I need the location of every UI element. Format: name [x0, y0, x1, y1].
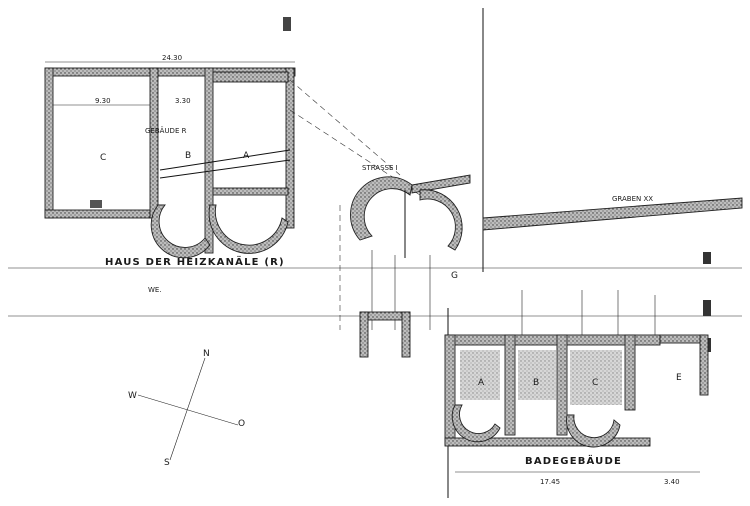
dim-mid-width: 3.30 — [175, 97, 191, 105]
bath-dim-width: 17.45 — [540, 478, 560, 486]
we-label: WE. — [148, 286, 162, 294]
building-r-labels: GEBÄUDE R C B A 24.30 9.30 3.30 — [45, 54, 295, 163]
bath-room-b: B — [533, 378, 539, 388]
bath-dim-right: 3.40 — [664, 478, 680, 486]
dim-left-width: 9.30 — [95, 97, 111, 105]
heizkanale-title: HAUS DER HEIZKANÄLE (R) — [105, 254, 285, 268]
graben-label: GRABEN XX — [612, 195, 653, 203]
reference-lines — [8, 8, 742, 498]
room-b-label: B — [185, 151, 191, 161]
bath-building-title: BADEGEBÄUDE — [525, 453, 622, 467]
dim-top-width: 24.30 — [162, 54, 182, 62]
strasse-structure: STRASSE I — [350, 164, 471, 258]
bath-room-c: C — [592, 378, 598, 388]
compass-rose: N S W O — [128, 349, 245, 468]
compass-s: S — [164, 458, 170, 468]
room-a-label: A — [243, 151, 250, 161]
bath-room-e: E — [676, 373, 682, 383]
building-r — [44, 67, 421, 259]
g-label: G — [451, 271, 458, 281]
compass-n: N — [203, 349, 210, 359]
compass-w: W — [128, 391, 137, 401]
strasse-label: STRASSE I — [362, 164, 398, 172]
bath-building: A B C E 17.45 3.40 BADEGEBÄUDE — [359, 290, 709, 486]
compass-o: O — [238, 419, 245, 429]
bath-room-a: A — [478, 378, 485, 388]
building-r-title: GEBÄUDE R — [145, 126, 187, 135]
room-c-label: C — [100, 153, 106, 163]
